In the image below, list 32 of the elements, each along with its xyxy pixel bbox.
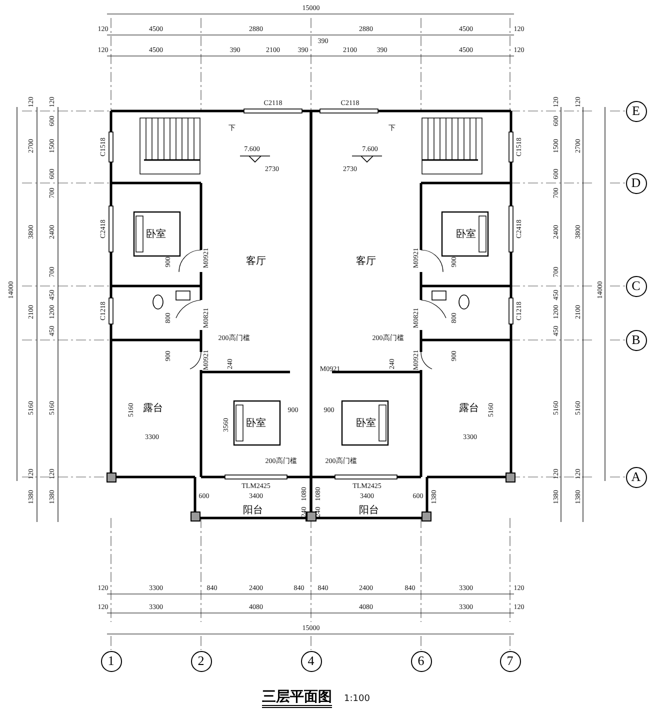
axis-label: D — [631, 176, 641, 190]
axis-label: B — [632, 333, 640, 347]
room-name: 露台 — [143, 403, 163, 414]
room-name: 卧室 — [146, 229, 166, 240]
axis-label: 1 — [108, 654, 114, 668]
room-name: 露台 — [459, 403, 479, 414]
room-name: 阳台 — [243, 504, 263, 516]
room-name: 卧室 — [246, 418, 266, 429]
room-name: 阳台 — [359, 504, 379, 516]
axis-bubble — [190, 650, 212, 672]
drawing-title: 三层平面图 — [262, 689, 332, 708]
axis-bubble — [626, 276, 646, 296]
axis-bubble — [100, 650, 122, 672]
room-name: 卧室 — [356, 418, 376, 429]
axis-bubble — [500, 650, 520, 672]
room-name: 卧室 — [456, 229, 476, 240]
axis-label: 2 — [198, 654, 204, 668]
axis-bubble — [410, 650, 432, 672]
scale-label: 1:100 — [344, 694, 370, 704]
axis-bubble — [300, 650, 322, 672]
axis-label: E — [632, 104, 640, 118]
axis-bubble — [626, 100, 646, 122]
axis-label: 6 — [418, 654, 424, 668]
axis-label: A — [631, 470, 641, 484]
room-name: 客厅 — [356, 256, 376, 267]
axis-bubble — [626, 330, 646, 350]
axis-bubble — [626, 172, 646, 194]
axis-label: C — [632, 279, 640, 293]
axis-label: 4 — [308, 654, 314, 668]
room-name: 客厅 — [246, 256, 266, 267]
axis-bubble — [626, 466, 646, 488]
axis-label: 7 — [506, 654, 514, 668]
